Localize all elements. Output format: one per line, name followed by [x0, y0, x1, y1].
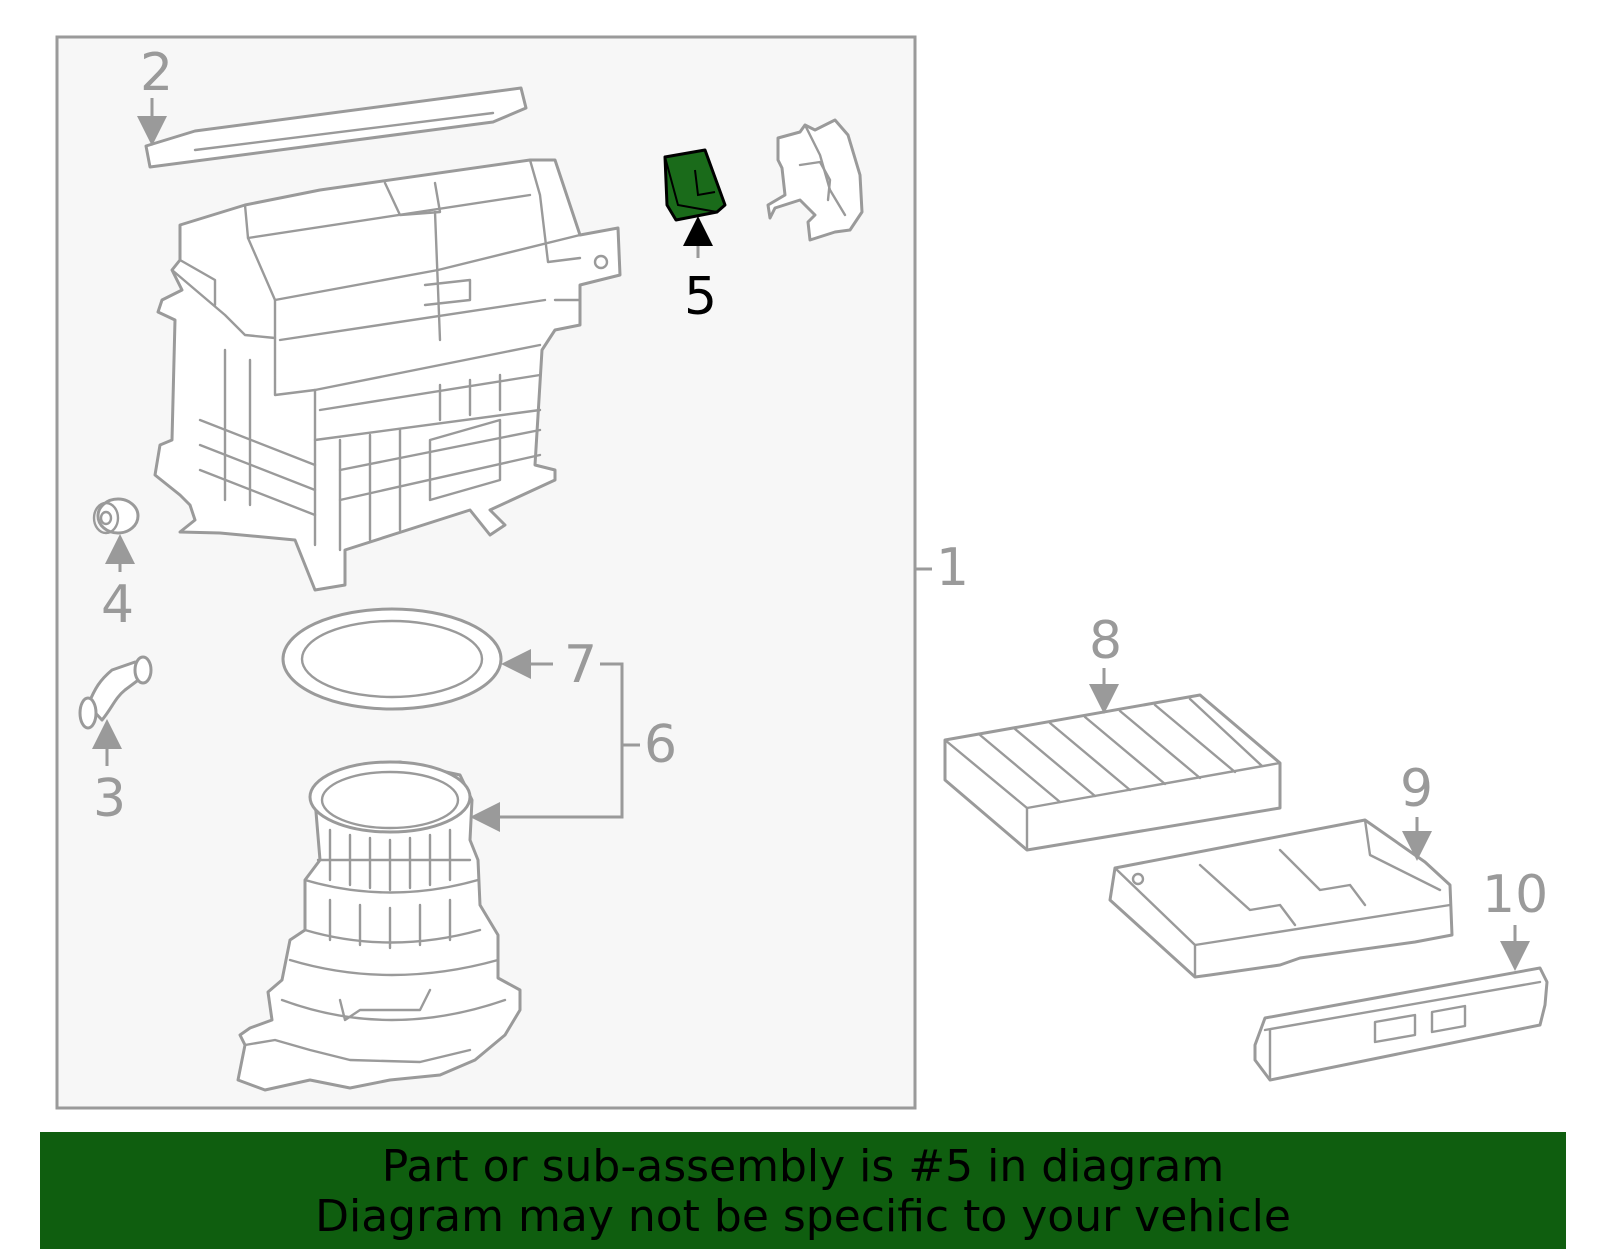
- callout-5: 5: [684, 267, 717, 327]
- part-2-seal-strip[interactable]: [144, 86, 528, 169]
- banner-line-2: Diagram may not be specific to your vehi…: [315, 1191, 1291, 1242]
- leader-lines: [92, 98, 1530, 971]
- part-9-filter-tray[interactable]: [1108, 818, 1454, 979]
- info-banner: Part or sub-assembly is #5 in diagram Di…: [40, 1132, 1566, 1249]
- callout-3: 3: [93, 769, 126, 829]
- banner-line-1: Part or sub-assembly is #5 in diagram: [381, 1141, 1225, 1192]
- callout-1: 1: [936, 538, 969, 598]
- callout-9: 9: [1400, 759, 1433, 819]
- callout-4: 4: [101, 575, 134, 635]
- part-7-gasket[interactable]: [281, 607, 503, 711]
- part-8-cabin-filter[interactable]: [943, 693, 1282, 852]
- part-4-bushing[interactable]: [92, 497, 140, 535]
- callout-8: 8: [1089, 611, 1122, 671]
- part-6-blower-motor[interactable]: [236, 760, 522, 1092]
- callout-6: 6: [644, 715, 677, 775]
- bracket-component: [766, 118, 864, 242]
- part-5-highlighted-component[interactable]: [663, 148, 727, 222]
- callout-2: 2: [140, 43, 173, 103]
- part-10-filter-cover[interactable]: [1253, 966, 1549, 1082]
- callout-10: 10: [1482, 865, 1548, 925]
- part-1-blower-case[interactable]: [153, 158, 622, 592]
- callout-7: 7: [564, 635, 597, 695]
